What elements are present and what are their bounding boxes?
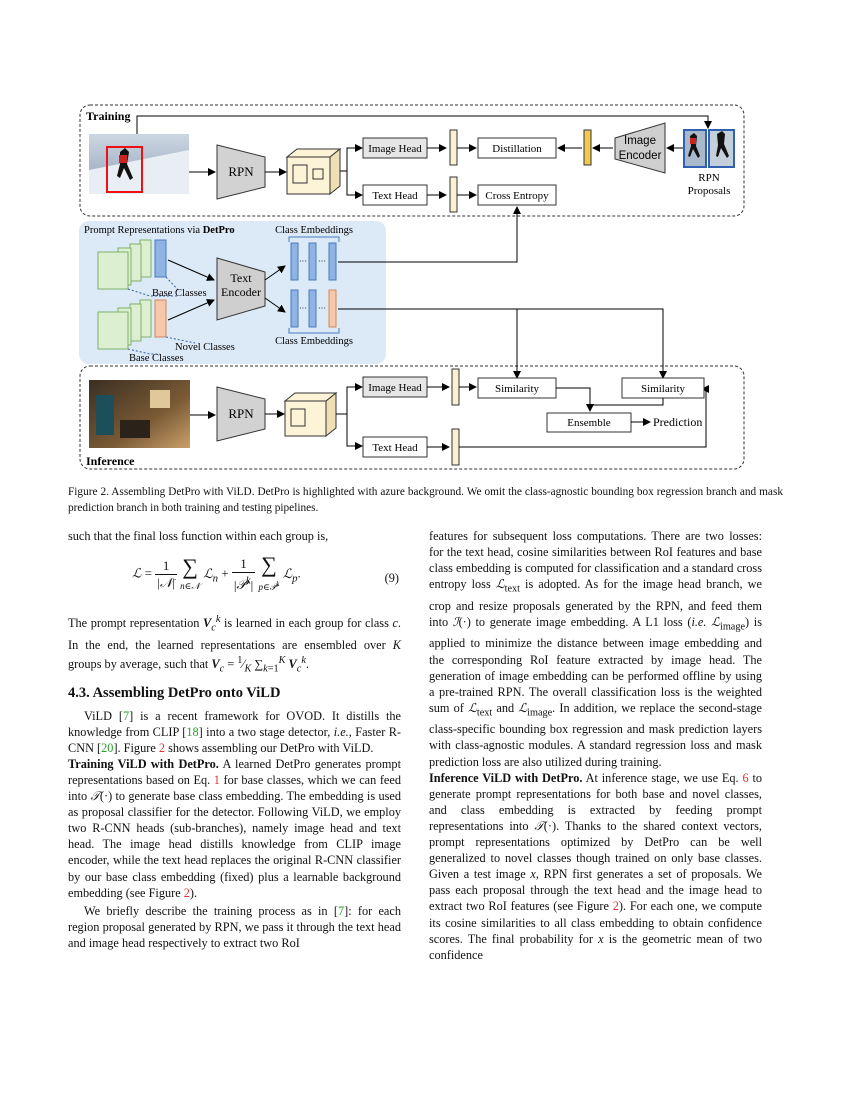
roi-feature-image-train [449, 129, 458, 166]
ref-figure-2b[interactable]: 2 [183, 885, 190, 900]
right-p1: features for subsequent loss computation… [429, 529, 762, 769]
link-emb-to-ce [338, 206, 521, 263]
cite-frcnn[interactable]: 20 [101, 740, 114, 755]
class-emb-bot-2 [308, 289, 317, 328]
ref-figure-2c[interactable]: 2 [612, 899, 619, 914]
ensemble-label: Ensemble [567, 417, 610, 429]
roi-feature-text-train [449, 176, 458, 213]
image-encoder-label-1: Image [624, 135, 656, 147]
base-classes-bottom: Base Classes [129, 353, 184, 364]
class-emb-bot-dots-1: ··· [299, 304, 307, 313]
right-column: features for subsequent loss computation… [429, 528, 762, 963]
distillation-box [477, 137, 557, 159]
training-image [89, 134, 189, 194]
left-p5: We briefly describe the training process… [68, 903, 401, 950]
cite-vild[interactable]: 7 [122, 708, 130, 723]
class-emb-top-dots-2: ··· [318, 257, 326, 266]
rpn-label-train: RPN [228, 164, 254, 179]
class-emb-top-3 [328, 242, 337, 281]
roi-feature-text-infer [451, 428, 460, 466]
prompt-title: Prompt Representations via DetPro [84, 225, 235, 236]
ref-eq-6[interactable]: 6 [742, 770, 749, 785]
base-classes-top: Base Classes [152, 288, 207, 299]
rpn-proposals-label-2: Proposals [688, 185, 731, 197]
class-embeddings-bottom: Class Embeddings [275, 336, 353, 347]
cite-vild-2[interactable]: 7 [337, 903, 345, 918]
ref-figure-2a[interactable]: 2 [158, 740, 166, 755]
class-emb-bot-3 [328, 289, 337, 328]
prediction-label: Prediction [653, 415, 702, 429]
cross-entropy-box [477, 184, 557, 206]
class-emb-bot-1 [290, 289, 299, 328]
image-head-train-label: Image Head [368, 143, 422, 155]
inference-frame [79, 365, 745, 470]
equation-9: ℒ = 1|𝒩| ∑n∈𝒩 ℒn + 1|𝒫k| ∑p∈𝒫k ℒp. (9) [132, 552, 399, 593]
roi-feature-image-infer [451, 368, 460, 406]
left-p2: The prompt representation Vck is learned… [68, 614, 401, 675]
link-image-to-proposals [136, 115, 712, 134]
left-p1: such that the final loss function within… [68, 529, 329, 543]
cite-clip[interactable]: 18 [186, 724, 199, 739]
training-label: Training [86, 109, 130, 123]
left-column: such that the final loss function within… [68, 528, 401, 951]
rpn-trapezoid-train [216, 144, 266, 200]
image-encoder-label-2: Encoder [619, 150, 662, 162]
inference-image [89, 380, 190, 448]
right-p2: Inference ViLD with DetPro. At inference… [429, 770, 763, 962]
section-heading: 4.3. Assembling DetPro onto ViLD [68, 685, 281, 702]
image-head-infer-label: Image Head [368, 382, 422, 394]
prompt-stack-bottom [97, 299, 196, 355]
class-emb-bot-dots-2: ··· [318, 304, 326, 313]
prompt-stack-base-top [97, 239, 181, 297]
rpn-trapezoid-infer [216, 386, 266, 442]
rpn-proposal-crops [683, 129, 735, 168]
class-emb-top-2 [308, 242, 317, 281]
text-encoder-trapezoid [216, 257, 266, 321]
feature-cube-train [285, 147, 342, 196]
figure-caption: Figure 2. Assembling DetPro with ViLD. D… [68, 486, 783, 514]
similarity-label-1: Similarity [495, 383, 540, 395]
class-emb-top-1 [290, 242, 299, 281]
cross-entropy-label: Cross Entropy [485, 190, 549, 202]
ref-eq-1[interactable]: 1 [213, 772, 220, 787]
image-embedding-bar [583, 129, 592, 166]
distillation-label: Distillation [492, 143, 542, 155]
rpn-label-infer: RPN [228, 406, 254, 421]
image-encoder-trapezoid [614, 122, 666, 174]
text-head-train-label: Text Head [372, 190, 418, 202]
equation-number: (9) [384, 571, 399, 586]
link-emb-to-sim [338, 308, 667, 379]
text-encoder-label-2: Encoder [221, 285, 261, 299]
class-embeddings-top: Class Embeddings [275, 225, 353, 236]
novel-classes-label: Novel Classes [175, 342, 235, 353]
figure-2-diagram: Training Inference RPN Image Head Text H… [79, 104, 745, 470]
training-frame [79, 104, 745, 217]
left-p3: ViLD [7] is a recent framework for OVOD.… [68, 708, 402, 755]
class-emb-top-dots-1: ··· [299, 257, 307, 266]
rpn-proposals-label-1: RPN [698, 172, 719, 184]
inference-label: Inference [86, 454, 135, 468]
text-encoder-label-1: Text [230, 271, 252, 285]
similarity-label-2: Similarity [641, 383, 686, 395]
left-p4: Training ViLD with DetPro. A learned Det… [68, 756, 401, 900]
text-head-infer-label: Text Head [372, 442, 418, 454]
feature-cube-infer [283, 391, 338, 438]
